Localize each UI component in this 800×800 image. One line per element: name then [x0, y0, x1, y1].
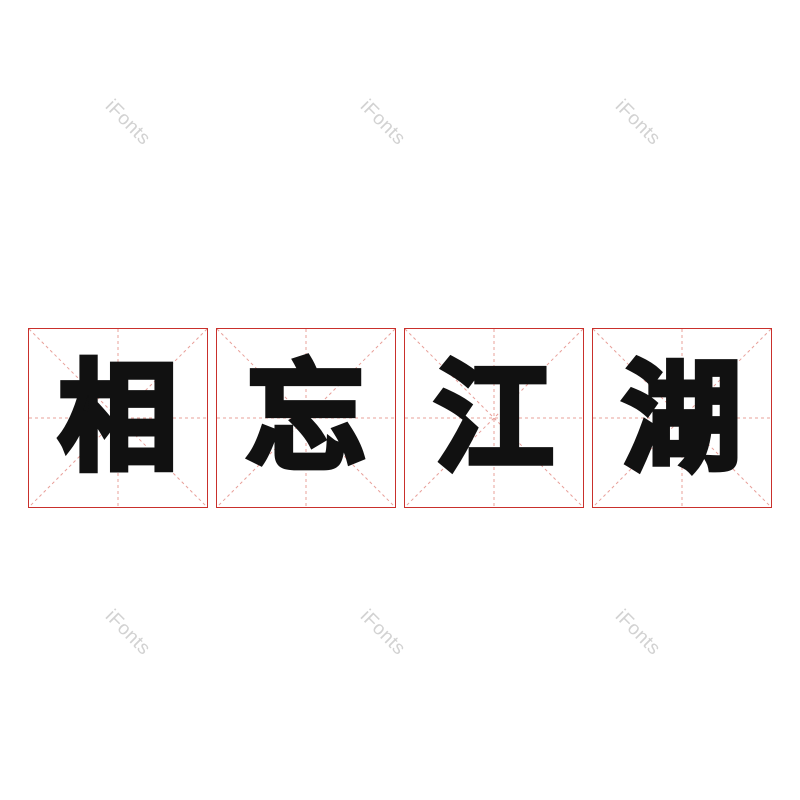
- character-cell-3: 江: [404, 328, 584, 508]
- character-cell-1: 相: [28, 328, 208, 508]
- watermark-text: iFonts: [355, 95, 410, 150]
- character-cell-4: 湖: [592, 328, 772, 508]
- character-glyph: 忘: [244, 349, 368, 487]
- character-glyph: 相: [56, 349, 180, 487]
- watermark-text: iFonts: [100, 95, 155, 150]
- character-cell-2: 忘: [216, 328, 396, 508]
- character-grid-row: 相 忘 江 湖: [28, 328, 772, 510]
- watermark-text: iFonts: [610, 95, 665, 150]
- watermark-text: iFonts: [610, 605, 665, 660]
- character-glyph: 湖: [620, 349, 744, 487]
- character-glyph: 江: [432, 349, 556, 487]
- watermark-text: iFonts: [355, 605, 410, 660]
- watermark-text: iFonts: [100, 605, 155, 660]
